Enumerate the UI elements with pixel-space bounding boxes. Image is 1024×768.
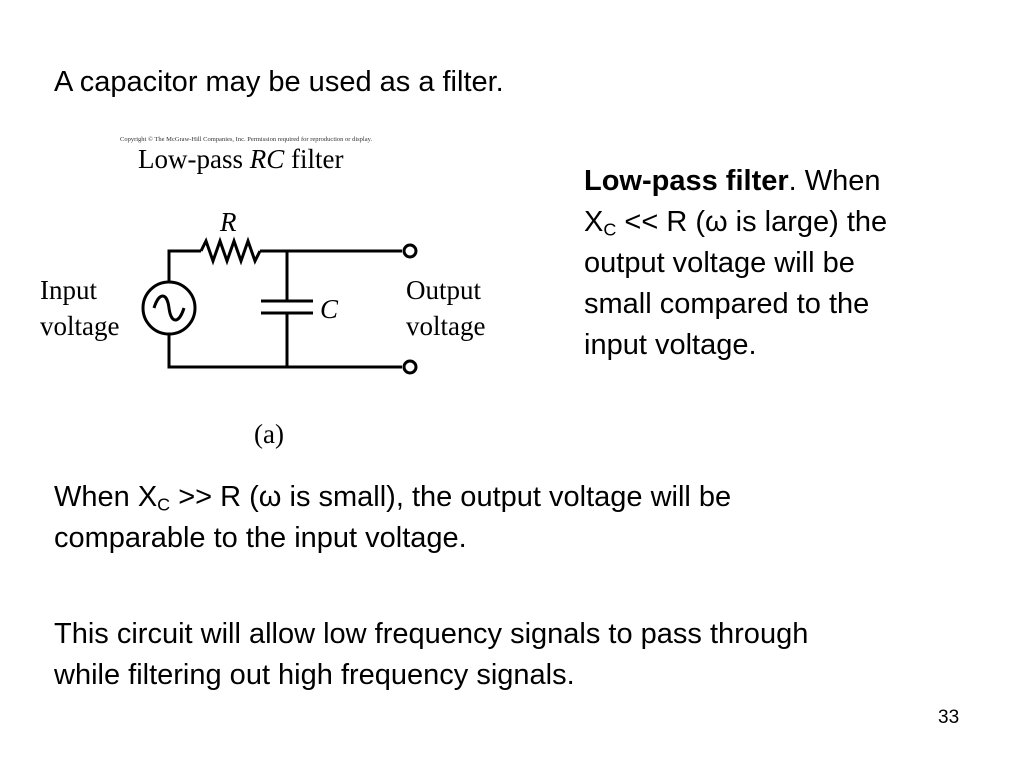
summary-paragraph: This circuit will allow low frequency si… xyxy=(54,618,809,691)
xc-greater-paragraph: When XC >> R (ω is small), the output vo… xyxy=(54,481,732,554)
resistor-symbol xyxy=(199,236,262,266)
figure-caption: (a) xyxy=(254,419,284,449)
circuit-wires xyxy=(167,236,402,369)
resistor-label: R xyxy=(219,207,237,237)
figure-copyright: Copyright © The McGraw-Hill Companies, I… xyxy=(120,136,372,143)
output-label-line2: voltage xyxy=(406,311,485,341)
slide-heading: A capacitor may be used as a filter. xyxy=(54,66,504,98)
ac-source-symbol xyxy=(141,280,197,336)
page-number: 33 xyxy=(938,707,960,728)
figure-title: Low-pass RC filter xyxy=(138,144,343,174)
capacitor-label: C xyxy=(320,294,339,324)
rc-filter-figure: Copyright © The McGraw-Hill Companies, I… xyxy=(30,128,520,458)
low-pass-term: Low-pass filter xyxy=(584,165,789,197)
output-terminal-bottom xyxy=(402,359,418,375)
output-terminal-top xyxy=(402,243,418,259)
output-label-line1: Output xyxy=(406,275,482,305)
input-label-line2: voltage xyxy=(40,311,119,341)
input-label-line1: Input xyxy=(40,275,97,305)
low-pass-explanation: Low-pass filter. When XC << R (ω is larg… xyxy=(584,165,888,361)
